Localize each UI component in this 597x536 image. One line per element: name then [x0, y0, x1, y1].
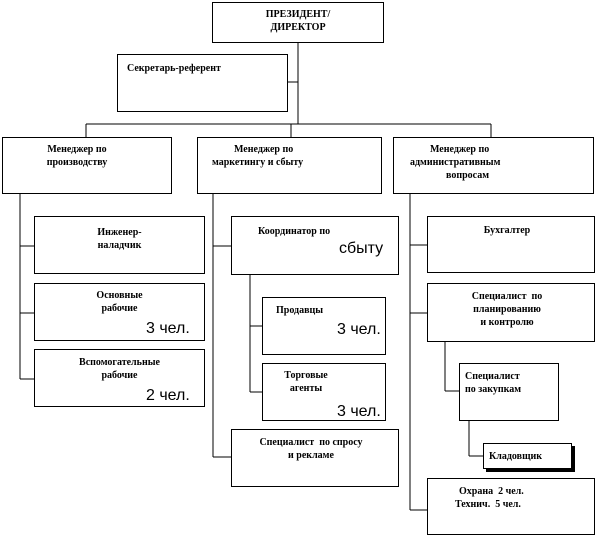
aux-workers-title: Вспомогательные рабочие: [34, 356, 205, 382]
security-title: Охрана 2 чел. Технич. 5 чел.: [455, 485, 524, 511]
production-manager-line1: Менеджер по: [47, 144, 107, 155]
sellers-title: Продавцы: [276, 305, 324, 316]
planning-specialist-line2: планированию: [473, 304, 541, 315]
agents-line1: Торговые: [284, 370, 328, 381]
marketing-manager-box: [197, 137, 382, 194]
secretary-label: Секретарь-референт: [127, 63, 221, 74]
admin-manager-line2: административным: [410, 157, 501, 168]
main-workers-box: [34, 283, 205, 341]
planning-specialist-line1: Специалист по: [471, 291, 543, 302]
security-line2: Технич. 5 чел.: [455, 499, 521, 510]
admin-manager-box: [393, 137, 594, 194]
planning-specialist-title: Специалист по планированию и контролю: [427, 290, 587, 329]
sellers-count: 3 чел.: [337, 321, 381, 338]
main-workers-line2: рабочие: [101, 303, 138, 314]
president-line2: ДИРЕКТОР: [270, 22, 326, 33]
president-title: ПРЕЗИДЕНТ/ ДИРЕКТОР: [212, 8, 384, 34]
sellers-box: [262, 297, 386, 355]
main-workers-count: 3 чел.: [146, 320, 190, 337]
agents-title: Торговые агенты: [262, 369, 350, 395]
sales-coordinator-title: Координатор по: [258, 226, 331, 237]
production-manager-title: Менеджер по производству: [2, 143, 152, 169]
engineer-box: [34, 216, 205, 274]
demand-specialist-line2: и рекламе: [288, 450, 334, 461]
agents-box: [262, 363, 386, 421]
admin-manager-line3: вопросам: [446, 170, 490, 181]
president-box: [212, 2, 384, 43]
demand-specialist-box: [231, 429, 399, 487]
security-box: [427, 478, 595, 535]
engineer-title: Инженер- наладчик: [34, 226, 205, 252]
admin-manager-line1: Менеджер по: [430, 144, 490, 155]
demand-specialist-line1: Специалист по спросу: [259, 437, 363, 448]
sales-coordinator-box: [231, 216, 399, 275]
storekeeper-box: [483, 443, 572, 469]
aux-workers-count: 2 чел.: [146, 387, 190, 404]
purchasing-specialist-title: Специалист по закупкам: [465, 370, 521, 396]
demand-specialist-title: Специалист по спросу и рекламе: [231, 436, 391, 462]
accountant-box: [427, 216, 595, 273]
engineer-line2: наладчик: [97, 240, 142, 251]
security-line1: Охрана 2 чел.: [459, 486, 524, 497]
sales-coordinator-line2: сбыту: [339, 240, 384, 257]
accountant-title: Бухгалтер: [483, 225, 531, 236]
production-manager-box: [2, 137, 172, 194]
main-workers-line1: Основные: [96, 290, 143, 301]
marketing-manager-title: Менеджер по маркетингу и сбыту: [212, 143, 303, 169]
secretary-box: [117, 54, 288, 112]
marketing-manager-line2: маркетингу и сбыту: [212, 157, 304, 168]
main-workers-title: Основные рабочие: [34, 289, 205, 315]
storekeeper-title: Кладовщик: [489, 451, 543, 462]
engineer-line1: Инженер-: [97, 227, 142, 238]
purchasing-specialist-line1: Специалист: [465, 371, 520, 382]
marketing-manager-line1: Менеджер по: [234, 144, 294, 155]
agents-line2: агенты: [289, 383, 323, 394]
agents-count: 3 чел.: [337, 403, 381, 420]
production-manager-line2: производству: [46, 157, 108, 168]
aux-workers-line1: Вспомогательные: [79, 357, 160, 368]
aux-workers-box: [34, 349, 205, 407]
planning-specialist-box: [427, 283, 595, 342]
planning-specialist-line3: и контролю: [480, 317, 534, 328]
purchasing-specialist-box: [459, 363, 559, 421]
purchasing-specialist-line2: по закупкам: [465, 384, 522, 395]
president-line1: ПРЕЗИДЕНТ/: [265, 9, 331, 20]
aux-workers-line2: рабочие: [101, 370, 138, 381]
admin-manager-title: Менеджер по административным вопросам: [410, 143, 500, 182]
